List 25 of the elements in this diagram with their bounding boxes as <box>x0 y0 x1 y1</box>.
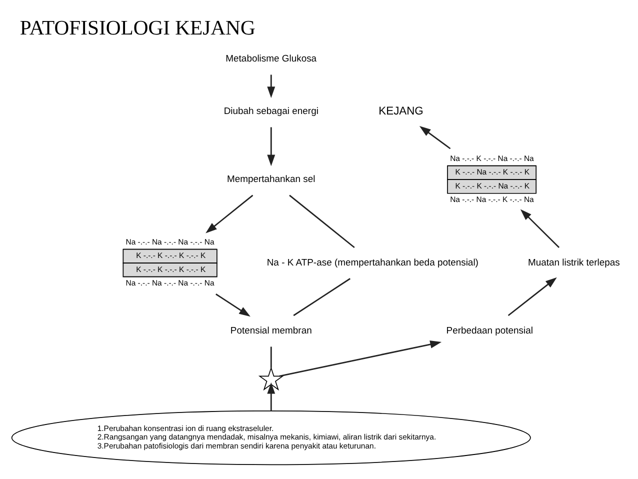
node-text: Mempertahankan sel <box>227 174 316 186</box>
arrow <box>508 277 557 316</box>
arrow <box>279 340 442 377</box>
arrow <box>520 209 560 248</box>
node-text: Potensial membran <box>230 325 312 336</box>
node-text: Metabolisme Glukosa <box>226 54 317 65</box>
arrow <box>267 382 276 411</box>
arrow <box>206 194 254 234</box>
node-text: KEJANG <box>378 106 424 118</box>
arrow <box>419 126 451 150</box>
connector <box>293 278 350 316</box>
node-text: Perbedaan potensial <box>446 325 534 336</box>
node-text: Na - K ATP-ase (mempertahankan beda potensial) <box>266 257 478 268</box>
node-text: Muatan listrik terlepas <box>528 257 620 268</box>
arrow <box>267 127 276 166</box>
node-text: Diubah sebagai energi <box>224 106 318 118</box>
arrow <box>216 294 250 317</box>
node-ellipse: 1.Perubahan konsentrasi ion di ruang ekstraseluler. 2.Rangsangan yang datangnya mendadak, misalnya mekanis, kimiawi, aliran listrik dari sekitarnya. 3.Perubahan patofisiologis dari membran sendiri karena penyakit atau keturunan. <box>11 410 531 466</box>
node-label: Na -.-.- Na -.-.- Na -.-.- Na <box>126 237 214 246</box>
connector <box>289 194 355 248</box>
connector <box>270 346 272 368</box>
diagram-title: PATOFISIOLOGI KEJANG <box>20 17 256 40</box>
arrow <box>267 74 276 98</box>
node-star <box>258 366 284 391</box>
node-label: Na -.-.- K -.-.- Na -.-.- Na <box>450 154 534 163</box>
